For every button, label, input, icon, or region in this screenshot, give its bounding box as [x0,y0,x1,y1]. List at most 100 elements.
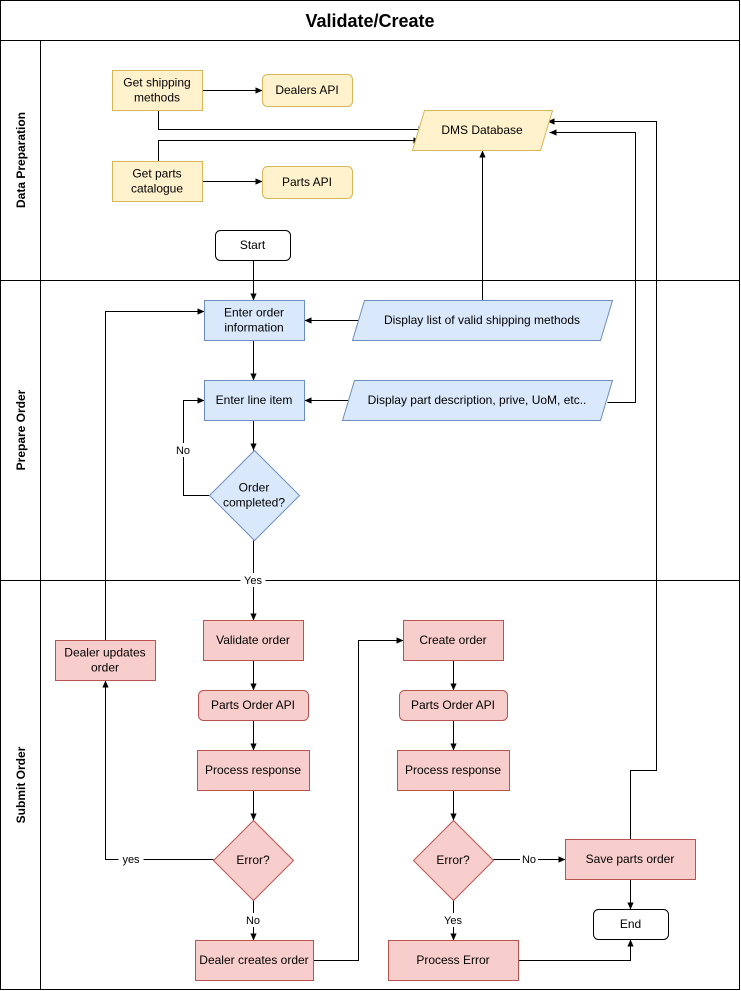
node-label: Display list of valid shipping methods [384,313,580,327]
node-error-1: Error? [212,819,295,902]
node-label: completed? [223,496,285,510]
node-label: information [224,321,283,335]
edge-label-text: No [246,915,260,927]
node-display-shipping: Display list of valid shipping methods [351,300,614,341]
edge-label-bg [240,573,266,587]
node-parts-api-1: Parts Order API [198,690,309,721]
edge-label-no-down: No [244,913,262,927]
node-process-error: Process Error [388,940,519,981]
node-shape [197,750,310,791]
lane-submit-order: Submit Order [14,746,28,823]
node-label: Save parts order [586,852,675,866]
node-label: Dealers API [275,83,338,97]
node-process-response-2: Process response [397,750,510,791]
edge-label-yes-down: Yes [240,573,266,587]
node-shape [55,640,156,681]
node-shape [351,300,614,341]
edge-label-no-right: No [520,852,538,866]
node-label: Error? [236,853,270,867]
edge-parts-catalogue-dms [158,137,421,162]
edge-label-bg [118,852,144,866]
node-label: Get parts [132,167,181,181]
node-label: Parts Order API [211,698,295,712]
node-shape [262,74,353,107]
node-save-parts: Save parts order [565,839,696,880]
node-end: End [593,909,669,940]
node-start: Start [215,230,291,261]
node-shape [397,750,510,791]
edge-label-bg [174,443,192,457]
node-shape [411,110,554,151]
node-label: catalogue [131,182,183,196]
edge-label-text: Yes [444,915,462,927]
node-shape [341,380,614,421]
node-shape [112,161,203,202]
node-shape [388,940,519,981]
node-label: Enter line item [216,393,293,407]
node-label: Process response [205,763,301,777]
node-label: Order [239,481,270,495]
node-shape [412,819,495,902]
node-create-order: Create order [403,620,504,661]
node-label: methods [134,91,180,105]
node-label: Process Error [416,953,489,967]
node-shape [262,166,353,199]
node-label: Start [240,238,266,252]
node-dealer-creates: Dealer creates order [195,940,314,981]
edge-label-text: yes [122,854,140,866]
node-label: Error? [436,853,470,867]
edge-label-text: No [522,854,536,866]
node-parts-api: Parts API [262,166,353,199]
node-shape [204,300,305,341]
node-enter-line: Enter line item [204,380,305,421]
node-process-response-1: Process response [197,750,310,791]
edge-label-yes-error: Yes [440,913,466,927]
node-label: Dealer updates [64,646,145,660]
node-shape [399,690,508,721]
node-shape [204,380,305,421]
diagram-title: Validate/Create [305,11,434,31]
node-shape [215,230,291,261]
edge-label-text: Yes [244,575,262,587]
node-label: End [620,917,641,931]
node-shape [195,940,314,981]
node-label: Dealer creates order [199,953,308,967]
edge-label-yes-left: yes [118,852,144,866]
node-shape [112,70,203,111]
node-label: Parts API [282,175,332,189]
node-shape [593,909,669,940]
node-label: Get shipping [123,76,190,90]
node-dealers-api: Dealers API [262,74,353,107]
node-label: Enter order [224,306,284,320]
node-parts-api-2: Parts Order API [399,690,508,721]
node-display-part: Display part description, prive, UoM, et… [341,380,614,421]
edge-error-1-yes-dealer-updates [102,680,214,860]
node-label: Validate order [216,633,290,647]
node-label: DMS Database [441,123,523,137]
edge-shipping-dms [158,110,426,133]
edge-label-no-loop: No [174,443,192,457]
edge-save-dms [547,118,657,840]
edge-dealer-updates-enter-order [105,308,205,641]
lane-data-preparation: Data Preparation [14,112,28,208]
edge-label-text: No [176,445,190,457]
edge-label-bg [440,913,466,927]
edge-process-error-end [518,939,634,961]
node-label: Process response [405,763,501,777]
edge-display-part-dms [549,129,636,403]
node-shape [403,620,504,661]
node-label: order [91,661,119,675]
node-shape [212,819,295,902]
node-validate-order: Validate order [203,620,304,661]
node-label: Create order [419,633,486,647]
node-label: Parts Order API [411,698,495,712]
